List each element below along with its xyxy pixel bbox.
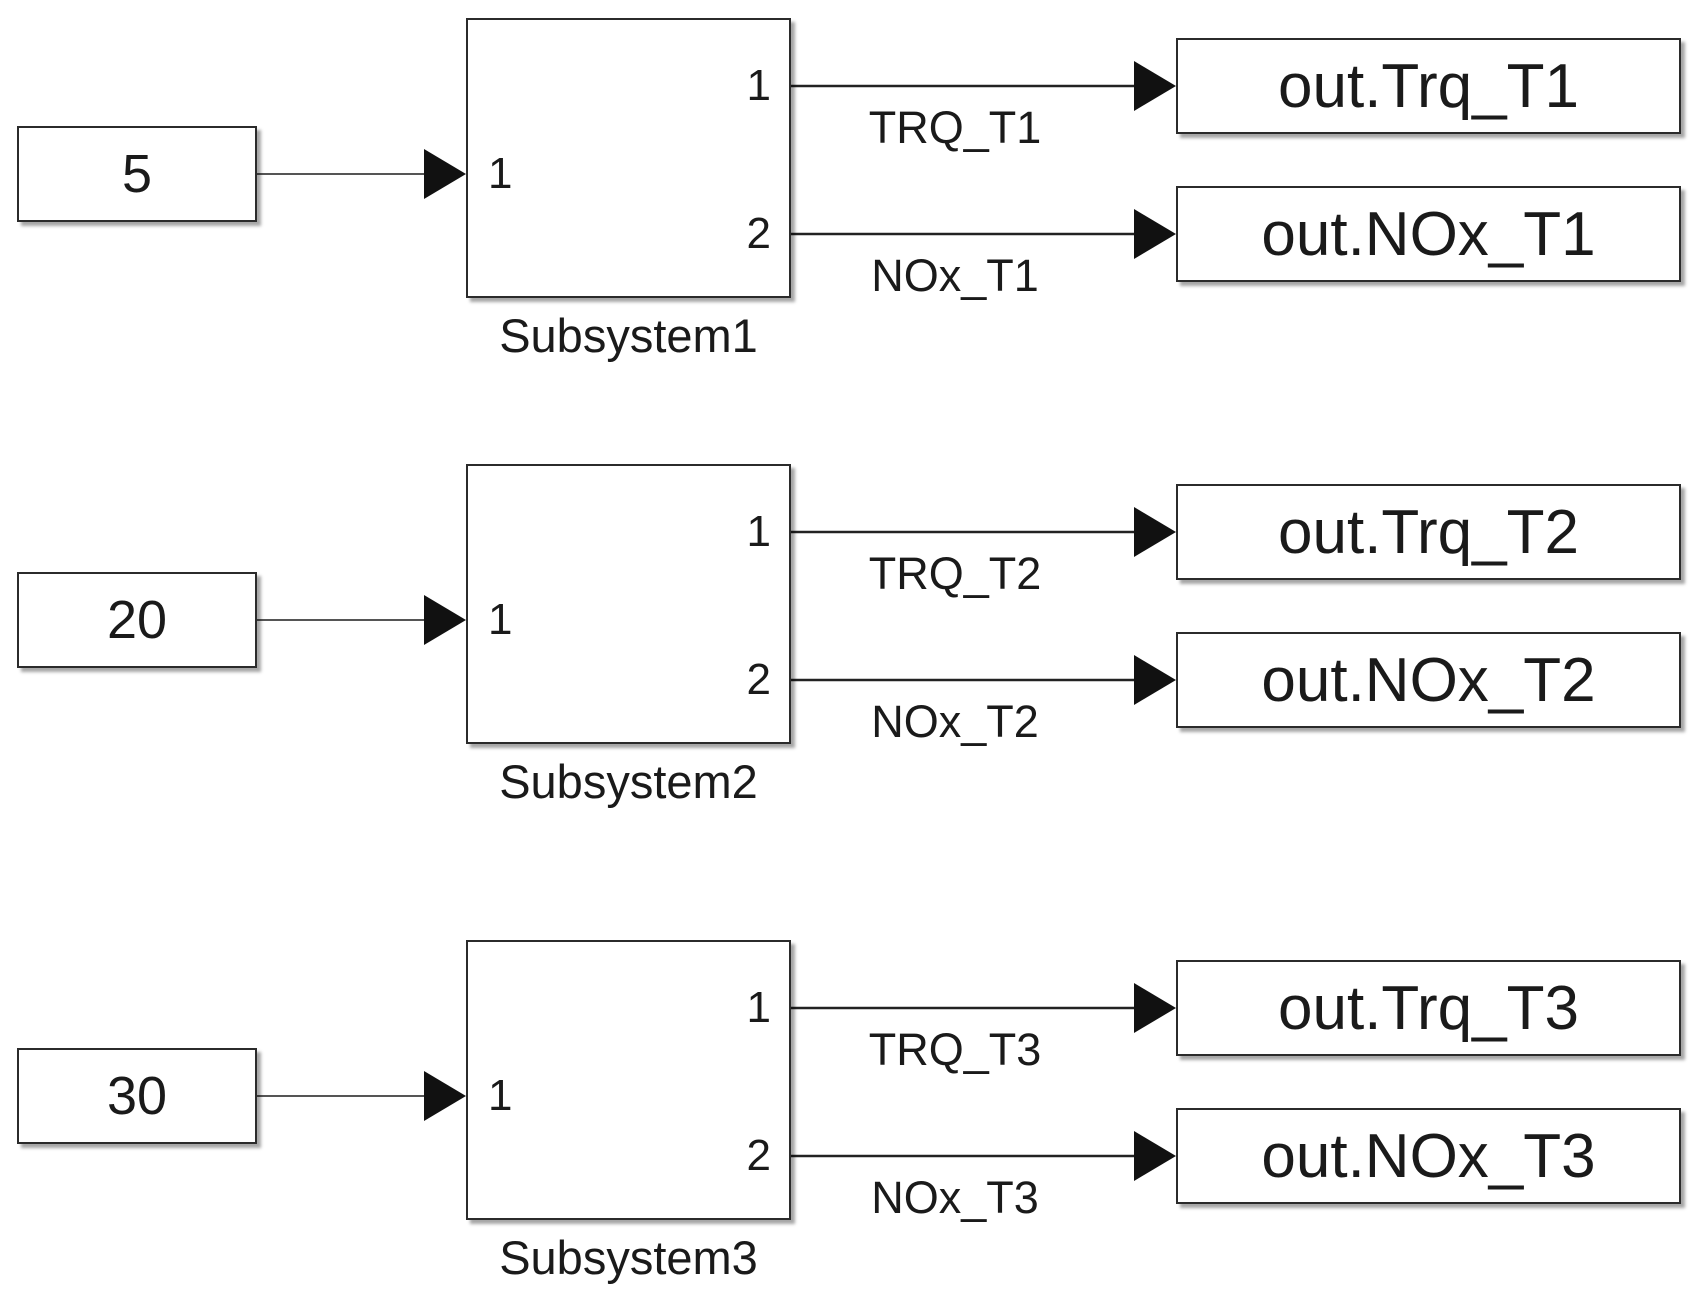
- subsystem-name: Subsystem1: [499, 309, 758, 362]
- subsystem-output-port-label: 2: [746, 209, 771, 258]
- output-arrow-icon: [1134, 655, 1176, 705]
- subsystem-input-port-label: 1: [488, 1071, 513, 1120]
- output-variable-name: out.NOx_T3: [1261, 1121, 1596, 1191]
- output-block[interactable]: out.Trq_T1: [1176, 38, 1681, 134]
- constant-value: 30: [106, 1066, 168, 1126]
- signal-label: TRQ_T2: [868, 548, 1042, 599]
- output-arrow-icon: [1134, 507, 1176, 557]
- output-arrow-icon: [1134, 61, 1176, 111]
- output-arrow-icon: [1134, 983, 1176, 1033]
- input-arrow-icon: [424, 595, 466, 645]
- subsystem-output-port-label: 2: [746, 1131, 771, 1180]
- output-arrow-icon: [1134, 209, 1176, 259]
- output-block[interactable]: out.Trq_T2: [1176, 484, 1681, 580]
- input-arrow-icon: [424, 1071, 466, 1121]
- subsystem-name: Subsystem3: [499, 1231, 758, 1284]
- output-variable-name: out.Trq_T2: [1278, 497, 1579, 567]
- output-variable-name: out.NOx_T2: [1261, 645, 1596, 715]
- output-variable-name: out.NOx_T1: [1261, 199, 1596, 269]
- output-variable-name: out.Trq_T1: [1278, 51, 1579, 121]
- signal-label: NOx_T1: [871, 250, 1039, 301]
- signal-label: NOx_T3: [871, 1172, 1039, 1223]
- output-block[interactable]: out.Trq_T3: [1176, 960, 1681, 1056]
- signal-label: TRQ_T1: [868, 102, 1042, 153]
- signal-label: TRQ_T3: [868, 1024, 1042, 1075]
- subsystem-output-port-label: 1: [746, 983, 771, 1032]
- subsystem-output-port-label: 1: [746, 61, 771, 110]
- constant-block[interactable]: 30: [17, 1048, 257, 1144]
- signal-label: NOx_T2: [871, 696, 1039, 747]
- subsystem-input-port-label: 1: [488, 595, 513, 644]
- subsystem-block[interactable]: 1 1 2: [466, 18, 791, 298]
- subsystem-input-port-label: 1: [488, 149, 513, 198]
- constant-block[interactable]: 20: [17, 572, 257, 668]
- subsystem-block[interactable]: 1 1 2: [466, 464, 791, 744]
- subsystem-output-port-label: 2: [746, 655, 771, 704]
- constant-block[interactable]: 5: [17, 126, 257, 222]
- output-block[interactable]: out.NOx_T2: [1176, 632, 1681, 728]
- subsystem-name: Subsystem2: [499, 755, 758, 808]
- subsystem-output-port-label: 1: [746, 507, 771, 556]
- constant-value: 20: [106, 590, 168, 650]
- subsystem-block[interactable]: 1 1 2: [466, 940, 791, 1220]
- output-arrow-icon: [1134, 1131, 1176, 1181]
- input-arrow-icon: [424, 149, 466, 199]
- constant-value: 5: [121, 144, 153, 204]
- output-block[interactable]: out.NOx_T3: [1176, 1108, 1681, 1204]
- output-block[interactable]: out.NOx_T1: [1176, 186, 1681, 282]
- output-variable-name: out.Trq_T3: [1278, 973, 1579, 1043]
